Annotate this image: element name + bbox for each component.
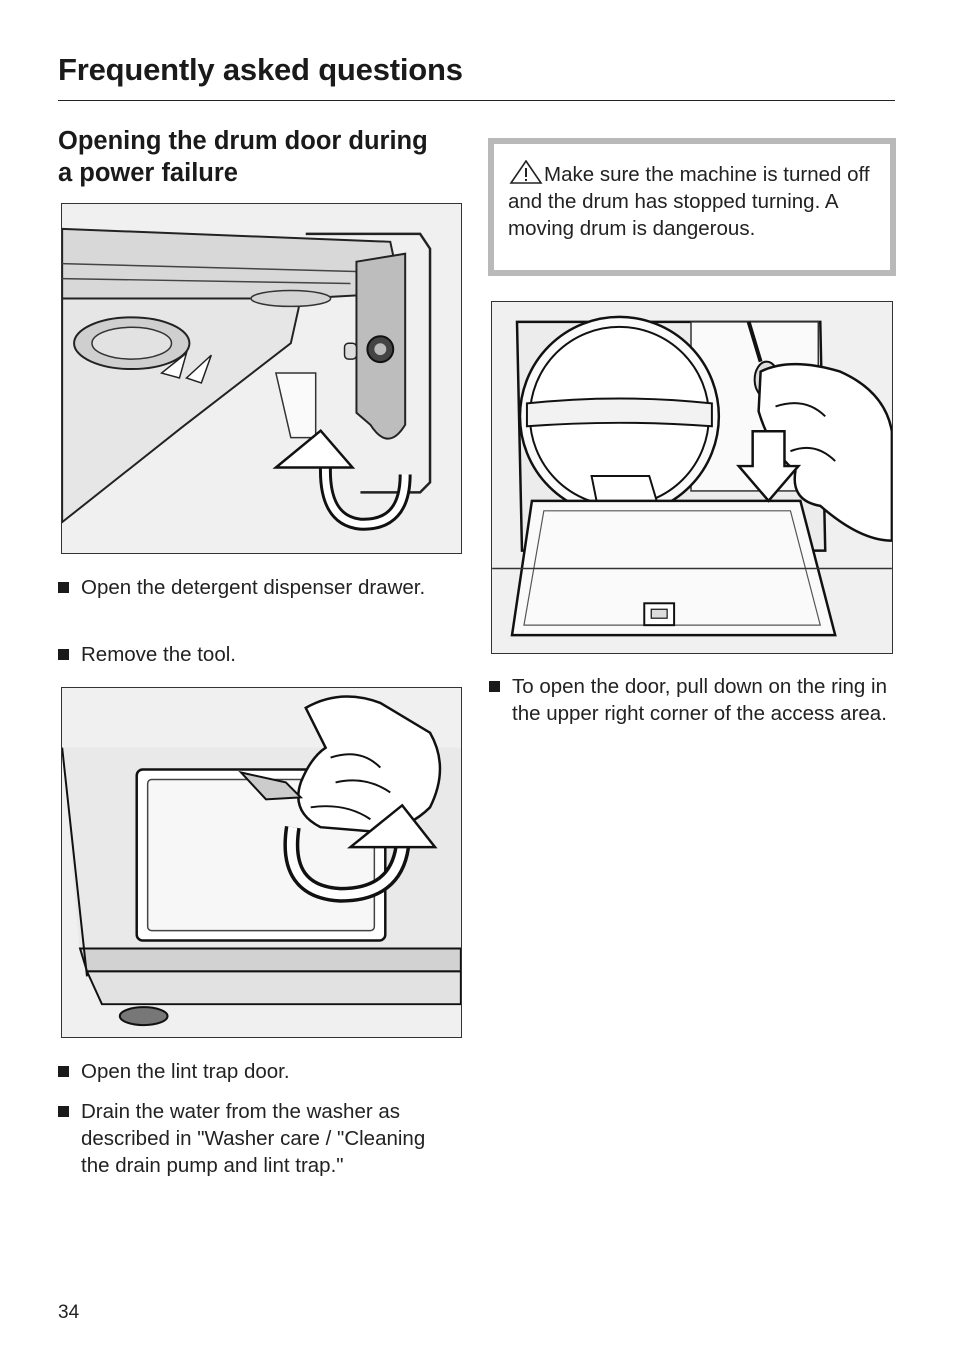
list-item: Drain the water from the washer as descr… (58, 1098, 448, 1179)
page-title: Frequently asked questions (58, 52, 463, 87)
section-heading: Opening the drum door during a power fai… (58, 125, 468, 189)
lint-trap-door-drawing (62, 688, 461, 1037)
dispenser-drawer-drawing (62, 204, 461, 553)
bullet-square-icon (58, 1066, 69, 1077)
warning-box: Make sure the machine is turned off and … (488, 138, 896, 276)
warning-triangle-icon (509, 160, 543, 184)
illustration-lint-trap-door (61, 687, 462, 1038)
title-divider (58, 100, 895, 101)
list-item: Open the lint trap door. (58, 1058, 458, 1085)
bullet-square-icon (58, 649, 69, 660)
warning-text: Make sure the machine is turned off and … (508, 163, 870, 240)
illustration-dispenser-drawer (61, 203, 462, 554)
bullet-square-icon (58, 1106, 69, 1117)
list-item: Open the detergent dispenser drawer. (58, 574, 458, 601)
list-item: Remove the tool. (58, 641, 458, 668)
list-item: To open the door, pull down on the ring … (489, 673, 889, 727)
warning-content: Make sure the machine is turned off and … (494, 144, 890, 270)
bullet-square-icon (489, 681, 500, 692)
bullet-square-icon (58, 582, 69, 593)
section-heading-line-2: a power failure (58, 159, 238, 187)
page-number: 34 (58, 1302, 80, 1323)
illustration-access-area-ring (491, 301, 893, 654)
section-heading-line-1: Opening the drum door during (58, 127, 428, 155)
access-area-drawing (492, 302, 892, 653)
